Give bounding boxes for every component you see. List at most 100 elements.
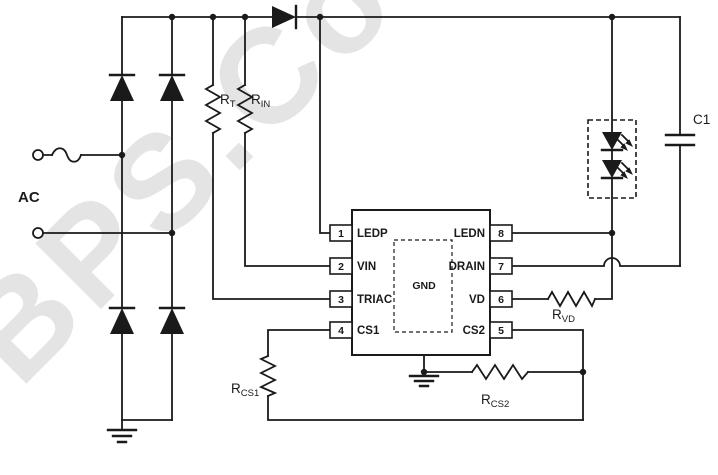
fuse-symbol bbox=[50, 147, 83, 163]
led-emission-arrow bbox=[615, 137, 625, 147]
ic-pin-drain-label: DRAIN bbox=[449, 261, 485, 273]
ground-symbol-ic bbox=[408, 374, 440, 388]
led-emission-arrow bbox=[620, 161, 630, 171]
diode-triangle bbox=[110, 308, 134, 334]
junction-dot bbox=[168, 229, 176, 237]
ic-gnd-label: GND bbox=[412, 280, 436, 292]
rt-label: RT bbox=[220, 92, 236, 110]
ic-pin-2-box bbox=[329, 257, 353, 275]
led-dashed-box bbox=[587, 119, 637, 199]
wire-ledp-net bbox=[319, 16, 331, 234]
diode-bottom-left bbox=[108, 306, 136, 334]
ic-pin-3-box bbox=[329, 290, 353, 308]
ic-pin-5-box bbox=[489, 321, 513, 339]
wire-bottom-net bbox=[267, 395, 584, 421]
ic-pin-vd-label: VD bbox=[469, 294, 485, 306]
led-icon bbox=[600, 132, 633, 152]
junction-dot bbox=[420, 368, 428, 376]
wire-cs2-net bbox=[511, 329, 584, 421]
ic-pin-ledp-label: LEDP bbox=[357, 228, 388, 240]
c1-label: C1 bbox=[693, 112, 710, 127]
rcs1-label: RCS1 bbox=[231, 381, 259, 399]
ic-pin-vin-label: VIN bbox=[357, 261, 376, 273]
wire-vd-net bbox=[511, 232, 613, 300]
junction-dot bbox=[118, 151, 126, 159]
resistor-zigzag bbox=[236, 83, 254, 135]
ic-pin-1-box bbox=[329, 224, 353, 242]
diode-triangle bbox=[160, 75, 184, 101]
ic-pin-3-num: 3 bbox=[338, 294, 344, 306]
wire-rin-net bbox=[244, 16, 331, 267]
ic-pin-6-box bbox=[489, 290, 513, 308]
ic-pin-1-num: 1 bbox=[338, 228, 344, 240]
ic-pin-4-box bbox=[329, 321, 353, 339]
bridge-rectifier bbox=[108, 73, 186, 334]
ic-pin-5-num: 5 bbox=[498, 325, 504, 337]
ic-pin-ledn-label: LEDN bbox=[454, 228, 485, 240]
ac-source: AC bbox=[18, 147, 83, 239]
rvd-label: RVD bbox=[552, 307, 575, 325]
led-string bbox=[587, 119, 637, 199]
resistor-rt: RT bbox=[204, 83, 236, 135]
ic-pin-8-num: 8 bbox=[498, 228, 504, 240]
resistor-zigzag bbox=[204, 83, 222, 135]
resistor-rcs2: RCS2 bbox=[470, 363, 530, 410]
rin-label: RIN bbox=[251, 92, 270, 110]
rcs2-label: RCS2 bbox=[481, 392, 509, 410]
ac-label: AC bbox=[18, 189, 40, 206]
junction-dots bbox=[118, 13, 616, 376]
junction-dot bbox=[316, 13, 324, 21]
ground-bars bbox=[408, 374, 440, 388]
ic-chip: GND 1 2 3 4 8 7 6 5 LEDP VIN TRIAC CS1 L… bbox=[329, 209, 513, 356]
wire-drain-net bbox=[511, 257, 681, 267]
diode-triangle bbox=[110, 75, 134, 101]
ic-pin-4-num: 4 bbox=[338, 325, 344, 337]
junction-dot bbox=[241, 13, 249, 21]
resistor-zigzag bbox=[546, 290, 597, 309]
led-triangle bbox=[602, 160, 622, 178]
led-icon bbox=[600, 160, 633, 180]
ic-thermal-pad bbox=[393, 239, 453, 333]
series-diode bbox=[272, 4, 298, 30]
ic-pin-cs1-label: CS1 bbox=[357, 325, 380, 337]
diode-bottom-right bbox=[158, 306, 186, 334]
ic-pin-6-num: 6 bbox=[498, 294, 504, 306]
led-triangle bbox=[602, 132, 622, 150]
junction-dot bbox=[608, 229, 616, 237]
ic-pin-8-box bbox=[489, 224, 513, 242]
led-arrowhead bbox=[620, 171, 628, 179]
capacitor-c1: C1 bbox=[664, 112, 710, 147]
led-emission-arrow bbox=[615, 165, 625, 175]
wire-cs1-net bbox=[267, 329, 331, 357]
diode-top-left bbox=[108, 73, 136, 101]
led-emission-arrow bbox=[620, 133, 630, 143]
resistor-rvd: RVD bbox=[546, 290, 597, 325]
ic-pin-2-num: 2 bbox=[338, 261, 344, 273]
ground-bars bbox=[106, 428, 138, 444]
diode-triangle bbox=[160, 308, 184, 334]
junction-dot bbox=[608, 13, 616, 21]
wires bbox=[42, 16, 681, 421]
led-arrowhead bbox=[620, 143, 628, 151]
resistor-rin: RIN bbox=[236, 83, 270, 135]
resistor-zigzag bbox=[258, 354, 278, 398]
resistor-zigzag bbox=[470, 363, 530, 381]
junction-dot bbox=[209, 13, 217, 21]
wire-rt-net bbox=[212, 16, 331, 300]
ic-pin-cs2-label: CS2 bbox=[463, 325, 485, 337]
ic-pin-triac-label: TRIAC bbox=[357, 294, 392, 306]
resistor-rcs1: RCS1 bbox=[231, 354, 278, 399]
led-arrowhead bbox=[625, 139, 633, 147]
ic-pin-7-num: 7 bbox=[498, 261, 504, 273]
ic-pin-7-box bbox=[489, 257, 513, 275]
led-arrowhead bbox=[625, 167, 633, 175]
junction-dot bbox=[168, 13, 176, 21]
diode-triangle bbox=[272, 6, 296, 28]
ac-terminal-bottom bbox=[32, 227, 44, 239]
ground-symbol-bridge bbox=[106, 419, 138, 444]
ac-terminal-top bbox=[32, 149, 44, 161]
diode-top-right bbox=[158, 73, 186, 101]
junction-dot bbox=[579, 368, 587, 376]
